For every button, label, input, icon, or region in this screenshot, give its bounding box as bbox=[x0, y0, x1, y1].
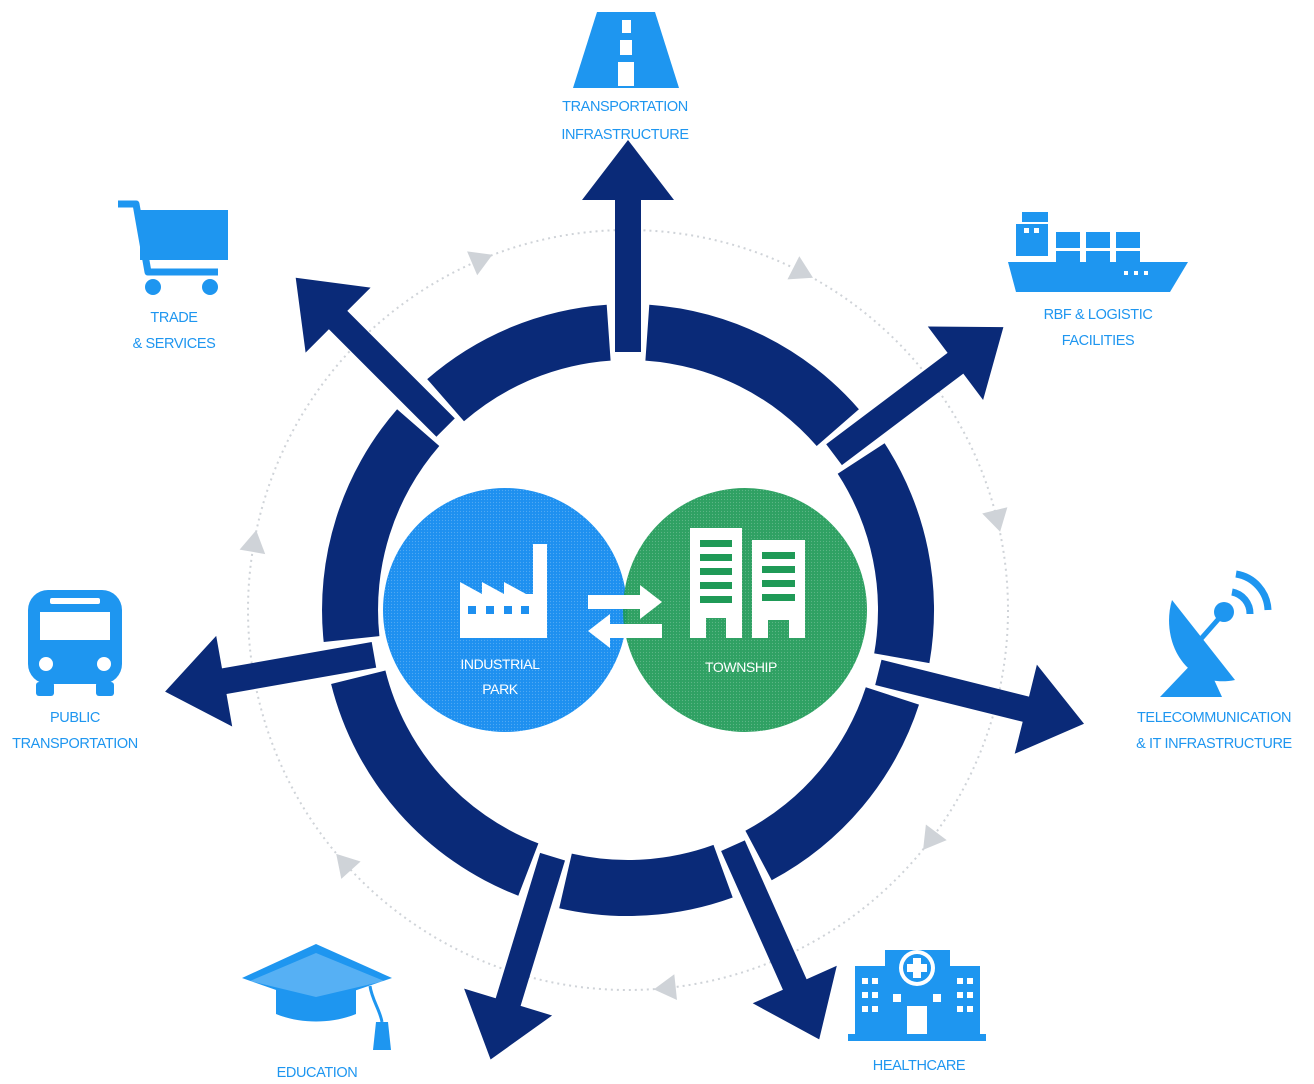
telecom-label-1: TELECOMMUNICATION bbox=[1137, 710, 1291, 726]
cycle-arrows bbox=[239, 251, 1008, 1000]
ring-segment bbox=[745, 687, 919, 881]
transportation-label-2: INFRASTRUCTURE bbox=[561, 127, 689, 143]
industrial-park-label-1: INDUSTRIAL bbox=[460, 656, 540, 672]
ring-segment bbox=[645, 304, 859, 446]
arrow-transportation bbox=[582, 140, 674, 352]
arrow-healthcare bbox=[721, 840, 837, 1040]
township-label: TOWNSHIP bbox=[705, 659, 777, 675]
satellite-dish-icon bbox=[1160, 570, 1272, 697]
trade-label-2: & SERVICES bbox=[133, 336, 216, 352]
education-label: EDUCATION bbox=[277, 1065, 358, 1081]
transportation-label-1: TRANSPORTATION bbox=[562, 99, 688, 115]
ring-segment bbox=[331, 670, 539, 896]
telecom-label-2: & IT INFRASTRUCTURE bbox=[1136, 736, 1292, 752]
public-transport-label-1: PUBLIC bbox=[50, 710, 100, 726]
cycle-arrowhead bbox=[653, 974, 677, 1000]
arrow-public-transport bbox=[165, 635, 377, 727]
arrow-education bbox=[464, 852, 565, 1060]
cargo-ship-icon bbox=[1008, 212, 1188, 292]
cycle-arrowhead bbox=[982, 507, 1008, 532]
ring-segment bbox=[837, 443, 935, 664]
graduation-cap-icon bbox=[242, 944, 392, 1050]
public-transport-label-2: TRANSPORTATION bbox=[12, 736, 138, 752]
arrow-logistic bbox=[826, 326, 1004, 466]
ring-segment bbox=[322, 409, 440, 642]
arrow-telecom bbox=[875, 659, 1084, 754]
industrial-park-label-2: PARK bbox=[482, 681, 519, 697]
road-icon bbox=[573, 12, 679, 88]
exchange-arrows-icon bbox=[588, 585, 662, 648]
logistic-label-2: FACILITIES bbox=[1062, 333, 1135, 349]
logistic-label-1: RBF & LOGISTIC bbox=[1044, 307, 1153, 323]
cycle-arrowhead bbox=[336, 853, 361, 879]
center-hub: INDUSTRIAL PARK TOWNSHIP bbox=[383, 488, 867, 732]
ring-segment bbox=[559, 844, 733, 917]
bus-icon bbox=[28, 590, 122, 696]
cycle-arrowhead bbox=[923, 824, 947, 850]
buildings-icon bbox=[690, 528, 805, 638]
cycle-arrowhead bbox=[239, 530, 266, 555]
shopping-cart-icon bbox=[118, 200, 228, 295]
healthcare-label: HEALTHCARE bbox=[873, 1058, 966, 1074]
ring-segment bbox=[427, 304, 611, 422]
trade-label-1: TRADE bbox=[150, 310, 198, 326]
hospital-icon bbox=[848, 950, 986, 1041]
cycle-arrowhead bbox=[467, 251, 493, 276]
hub-ring bbox=[165, 140, 1084, 1060]
factory-icon bbox=[460, 544, 547, 638]
arrow-trade bbox=[295, 277, 455, 437]
cycle-arrowhead bbox=[787, 256, 813, 280]
